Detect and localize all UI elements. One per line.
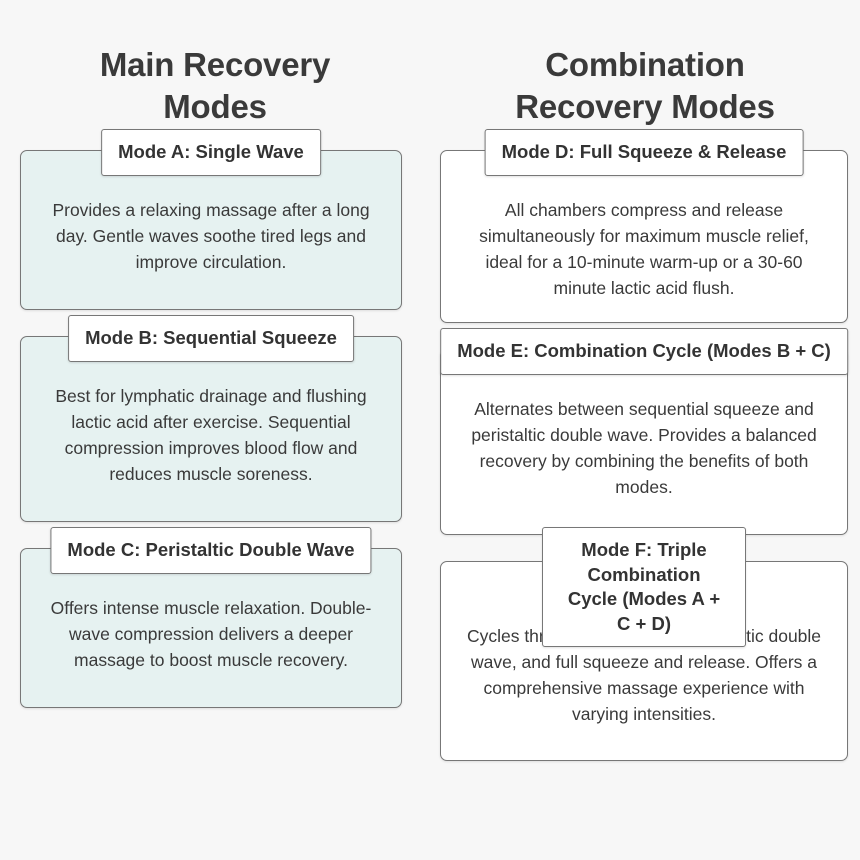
column-heading-main-line1: Main Recovery — [99, 46, 331, 83]
column-headings: Main Recovery Modes Combination Recovery… — [0, 0, 860, 128]
column-heading-main-line2: Modes — [163, 88, 267, 126]
card-mode-f: Mode F: Triple Combination Cycle (Modes … — [440, 527, 848, 762]
card-mode-a: Mode A: Single Wave Provides a relaxing … — [20, 129, 402, 311]
card-mode-d-body: All chambers compress and release simult… — [440, 150, 848, 324]
card-mode-b: Mode B: Sequential Squeeze Best for lymp… — [20, 315, 402, 523]
card-mode-f-title-line1: Mode F: Triple Combination — [581, 539, 707, 585]
card-mode-d-title: Mode D: Full Squeeze & Release — [484, 129, 804, 177]
column-heading-combination-line2: Recovery Modes — [515, 88, 775, 126]
card-mode-d: Mode D: Full Squeeze & Release All chamb… — [440, 129, 848, 324]
card-mode-e-title: Mode E: Combination Cycle (Modes B + C) — [440, 328, 848, 375]
card-mode-b-body: Best for lymphatic drainage and flushing… — [20, 336, 402, 523]
column-main-recovery-modes: Mode A: Single Wave Provides a relaxing … — [0, 128, 430, 860]
card-mode-f-title: Mode F: Triple Combination Cycle (Modes … — [542, 527, 746, 648]
card-mode-b-title: Mode B: Sequential Squeeze — [68, 315, 354, 363]
card-mode-f-title-line2: Cycle (Modes A + C + D) — [567, 588, 721, 634]
column-heading-combination-line1: Combination — [545, 46, 745, 83]
card-mode-a-title: Mode A: Single Wave — [101, 129, 321, 177]
card-mode-e: Mode E: Combination Cycle (Modes B + C) … — [440, 328, 848, 536]
card-mode-c: Mode C: Peristaltic Double Wave Offers i… — [20, 527, 402, 709]
card-mode-c-title: Mode C: Peristaltic Double Wave — [50, 527, 372, 575]
card-mode-a-body: Provides a relaxing massage after a long… — [20, 150, 402, 311]
card-mode-e-body: Alternates between sequential squeeze an… — [440, 349, 848, 536]
column-heading-main: Main Recovery Modes — [0, 44, 430, 128]
columns-container: Mode A: Single Wave Provides a relaxing … — [0, 128, 860, 860]
column-heading-combination: Combination Recovery Modes — [430, 44, 860, 128]
column-combination-recovery-modes: Mode D: Full Squeeze & Release All chamb… — [430, 128, 860, 860]
